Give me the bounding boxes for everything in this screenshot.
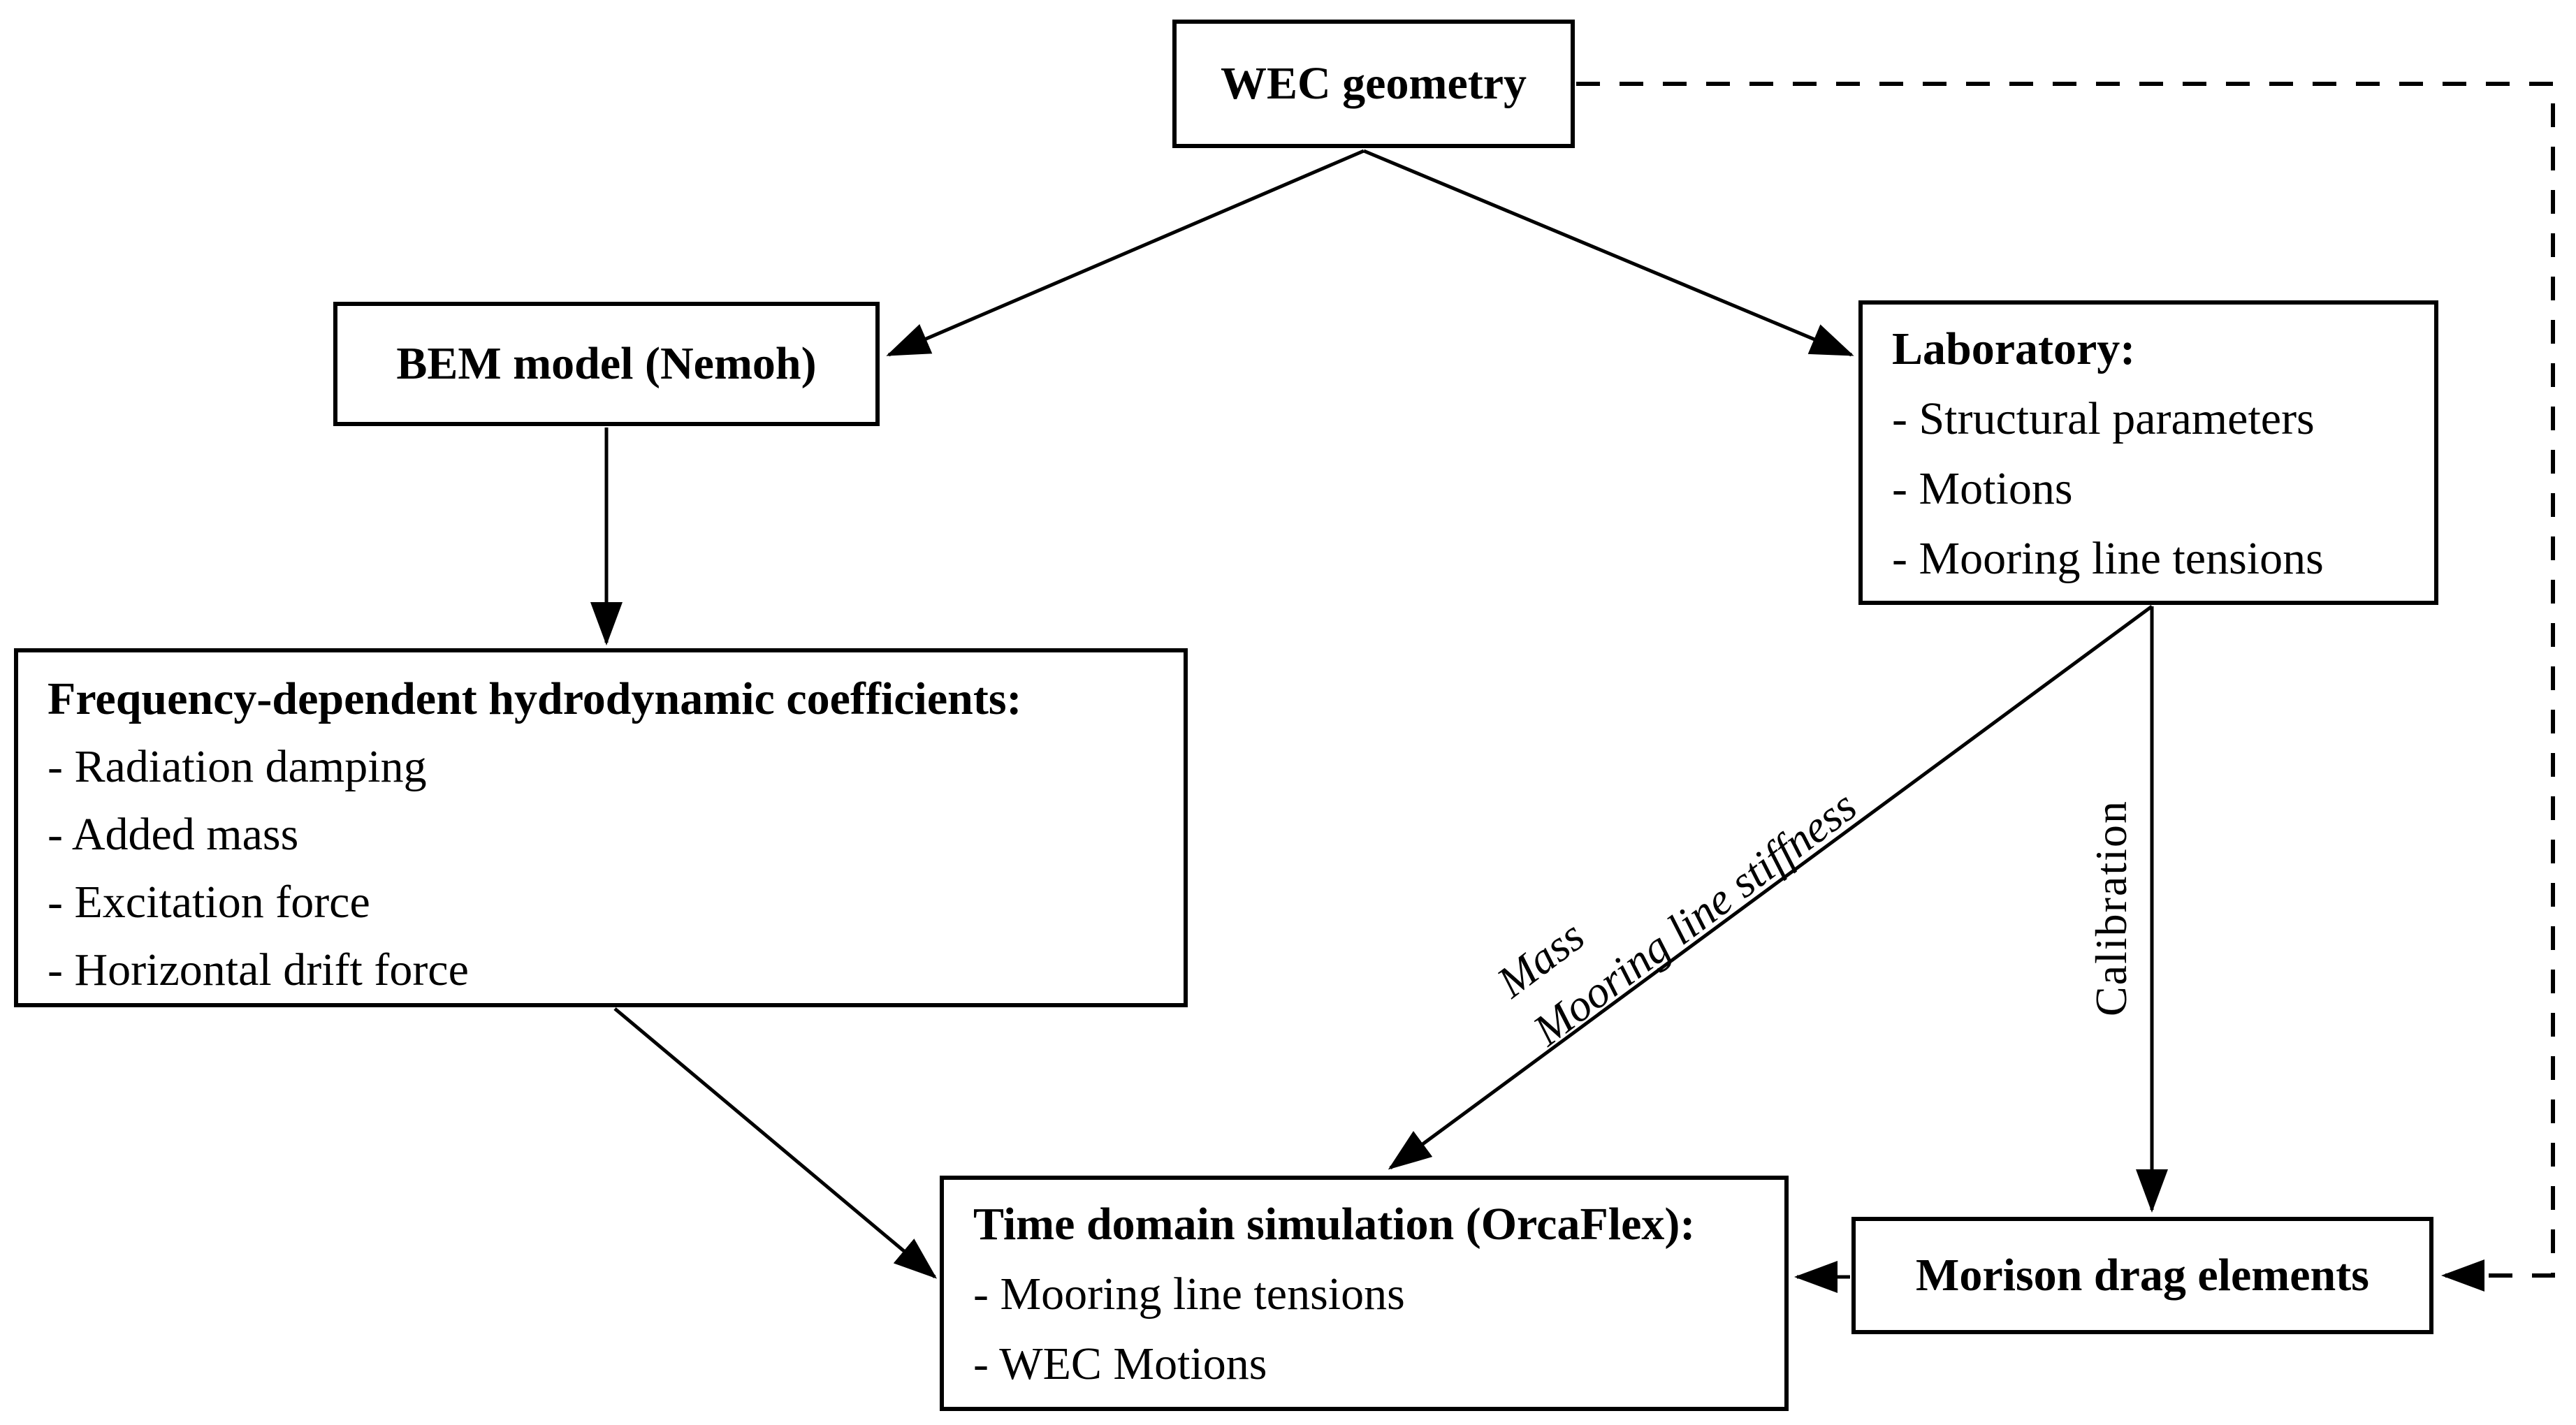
edge-label-calibration: Calibration xyxy=(2086,800,2136,1016)
box-time-domain-item: - Mooring line tensions xyxy=(973,1269,1405,1320)
box-hydro-coefficients-item: - Horizontal drift force xyxy=(48,944,469,995)
arrow-dashed-wec-to-morison xyxy=(1576,82,2555,1292)
box-laboratory: Laboratory: - Structural parameters - Mo… xyxy=(1858,300,2438,605)
box-laboratory-item: - Structural parameters xyxy=(1892,393,2315,444)
box-hydro-coefficients: Frequency-dependent hydrodynamic coeffic… xyxy=(14,648,1188,1007)
box-morison-drag: Morison drag elements xyxy=(1851,1217,2433,1334)
box-hydro-coefficients-item: - Radiation damping xyxy=(48,741,427,792)
arrow-wec-to-laboratory xyxy=(1363,149,1854,357)
box-morison-drag-title: Morison drag elements xyxy=(1916,1250,2369,1301)
arrow-coefficients-to-timedomain xyxy=(613,1007,938,1279)
box-hydro-coefficients-item: - Excitation force xyxy=(48,877,370,928)
box-time-domain-title: Time domain simulation (OrcaFlex): xyxy=(973,1199,1696,1250)
box-laboratory-item: - Motions xyxy=(1892,463,2073,514)
box-wec-geometry-title: WEC geometry xyxy=(1220,58,1527,109)
box-time-domain-item: - WEC Motions xyxy=(973,1338,1267,1389)
box-time-domain: Time domain simulation (OrcaFlex): - Moo… xyxy=(940,1176,1789,1411)
box-wec-geometry: WEC geometry xyxy=(1172,20,1575,148)
arrow-laboratory-to-timedomain xyxy=(1388,604,2153,1170)
box-laboratory-title: Laboratory: xyxy=(1892,323,2136,374)
box-laboratory-item: - Mooring line tensions xyxy=(1892,533,2324,584)
box-bem-model-title: BEM model (Nemoh) xyxy=(396,338,817,389)
box-hydro-coefficients-item: - Added mass xyxy=(48,809,299,860)
arrow-wec-to-bem xyxy=(886,149,1365,357)
box-bem-model: BEM model (Nemoh) xyxy=(333,302,880,426)
box-hydro-coefficients-title: Frequency-dependent hydrodynamic coeffic… xyxy=(48,673,1022,724)
